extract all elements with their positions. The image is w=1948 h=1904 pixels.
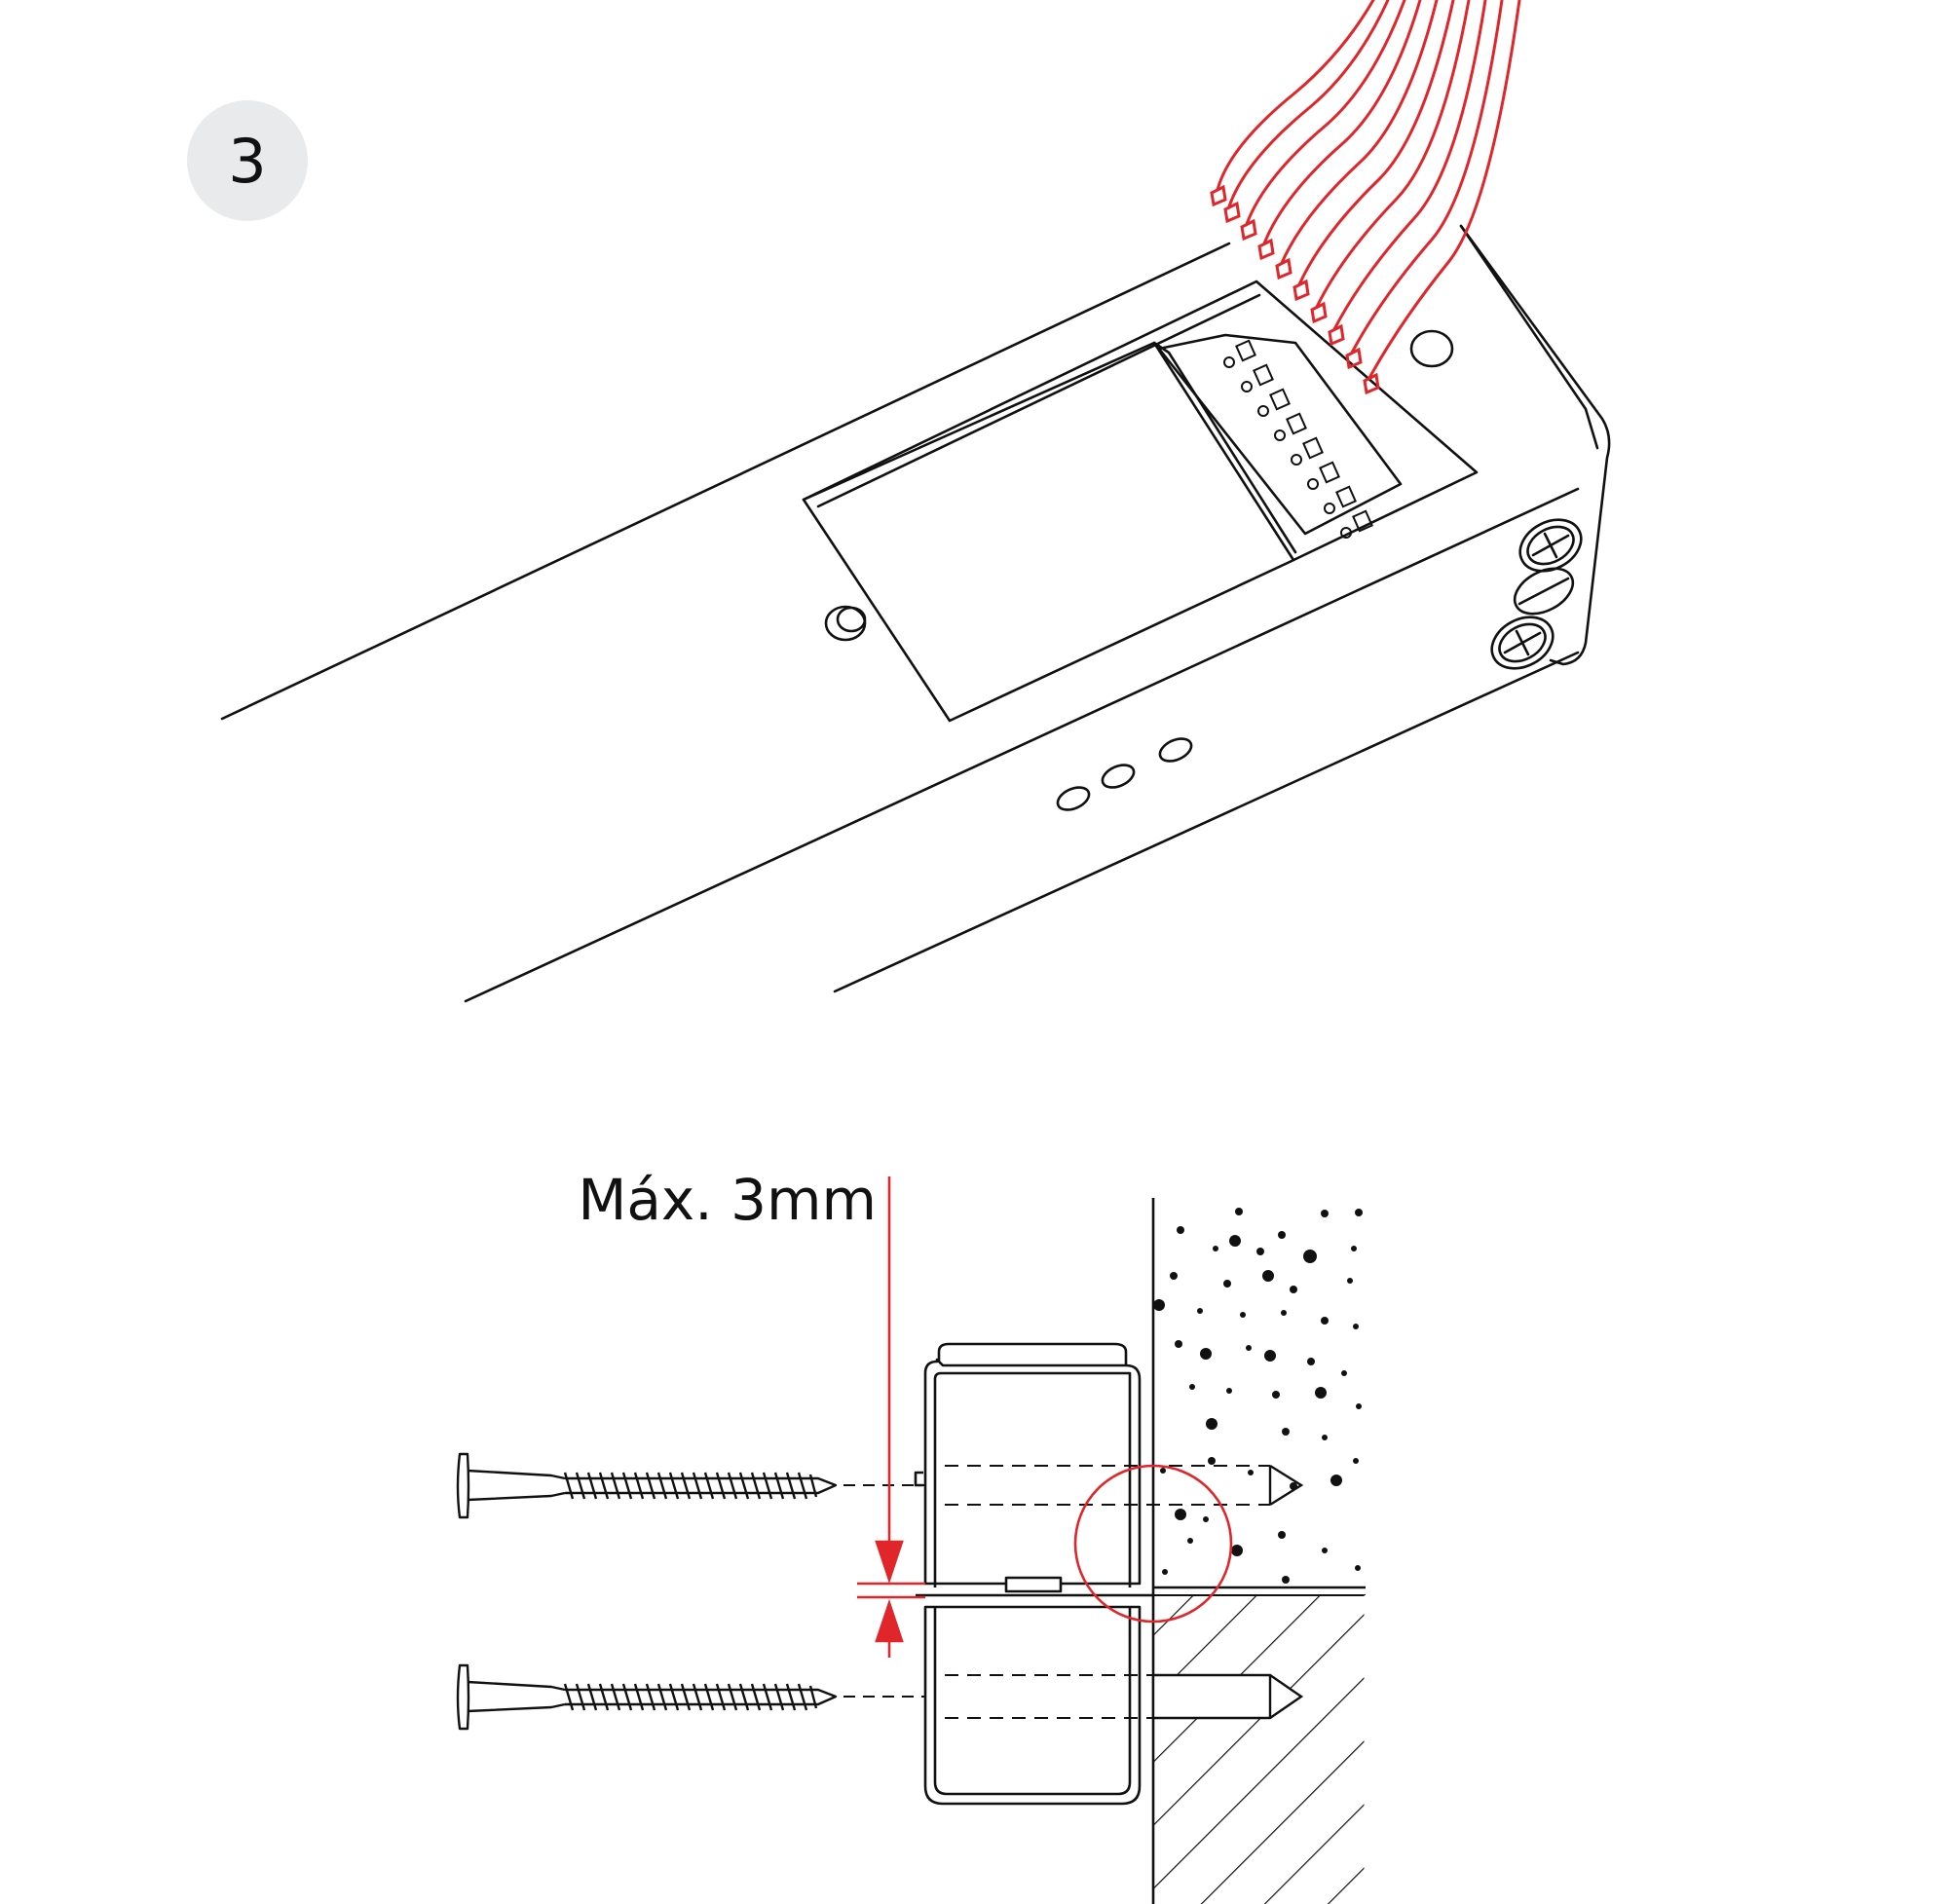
lower-profile	[923, 1605, 1142, 1806]
slot-screw-middle	[1513, 567, 1575, 616]
end-cap-hole	[1409, 329, 1454, 368]
side-hole-3	[1158, 737, 1193, 763]
side-hole-1	[1056, 786, 1091, 811]
phillips-screw-bottom	[1490, 616, 1555, 670]
profile-bottom-edge	[833, 651, 1580, 993]
upper-screw	[456, 1452, 838, 1519]
cavity-inner-ledge	[816, 293, 1261, 508]
phillips-screw-top	[1518, 518, 1583, 573]
concrete-substrate	[1153, 1208, 1363, 1584]
upper-screw-tip	[1268, 1464, 1304, 1507]
red-wire-ends	[1210, 184, 1380, 395]
cover-plate-edge	[1152, 341, 1297, 554]
step-number: 3	[228, 125, 267, 197]
lower-screw-tip	[1151, 1673, 1304, 1720]
red-wires	[1216, 0, 1521, 380]
lower-screw	[456, 1663, 838, 1731]
cavity-opening	[802, 280, 1479, 723]
detail-circle	[1073, 1464, 1233, 1624]
gap-dimension	[857, 1176, 925, 1658]
end-cap-inner-edge	[1459, 224, 1599, 450]
connector-block	[1157, 333, 1403, 536]
end-cap-outline	[1459, 224, 1611, 666]
wood-substrate	[1153, 1595, 1366, 1904]
terminal-pins	[1223, 339, 1373, 539]
profile-top-edge	[220, 242, 1231, 721]
side-hole-2	[1101, 764, 1136, 789]
upper-profile	[914, 1342, 1142, 1593]
step-number-badge: 3	[187, 100, 308, 221]
max-gap-label: Máx. 3mm	[578, 1167, 877, 1233]
profile-middle-edge	[464, 487, 1580, 1003]
